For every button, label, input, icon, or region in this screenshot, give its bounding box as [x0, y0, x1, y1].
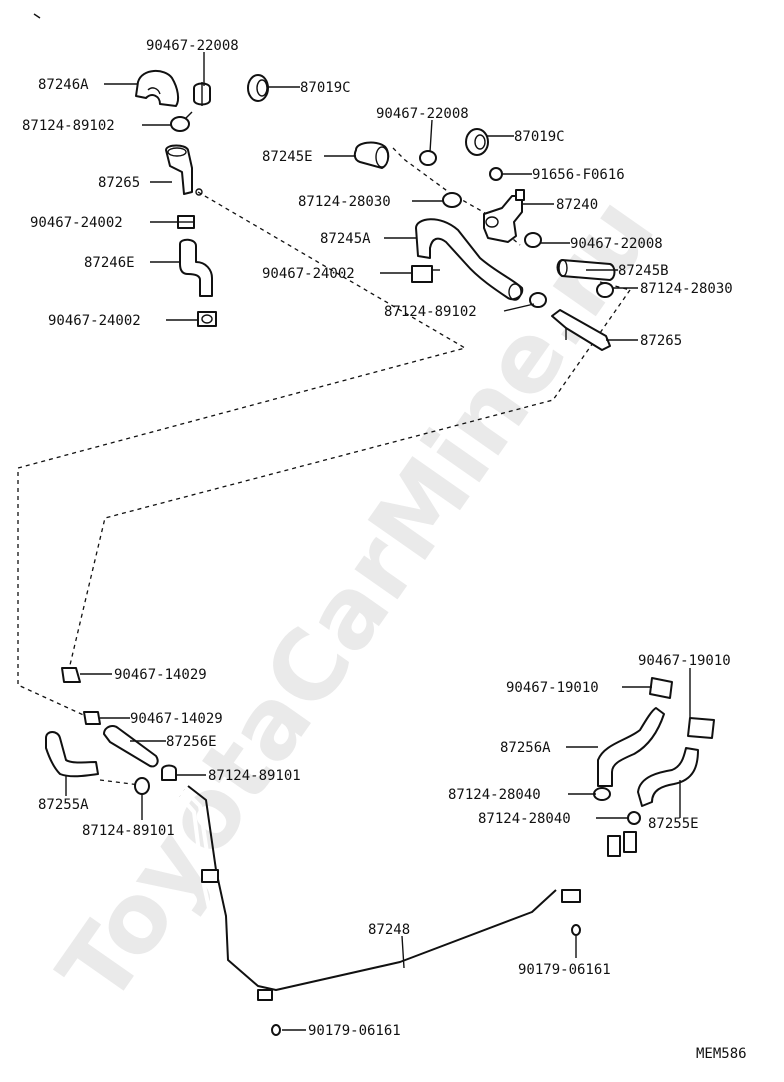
- callout-labels: 90467-22008 87246A 87019C 87124-89102 90…: [22, 38, 747, 1062]
- callout-label: 87248: [368, 922, 410, 938]
- callout-label: 87265: [640, 333, 682, 349]
- clamp-90467-24002-b: [197, 311, 217, 327]
- clamp-90467-19010-a: [649, 677, 673, 699]
- callout-label: 90467-14029: [114, 667, 207, 683]
- callout-label: 87124-89101: [208, 768, 301, 784]
- hose-87245a: [415, 218, 524, 301]
- callout-label: 90467-22008: [376, 106, 469, 122]
- callout-label: 87124-89101: [82, 823, 175, 839]
- pipe-87265-b: [551, 309, 611, 351]
- clamp-90467-19010-b: [687, 717, 715, 739]
- callout-label: 90467-24002: [30, 215, 123, 231]
- callout-label: 87240: [556, 197, 598, 213]
- callout-label: 91656-F0616: [532, 167, 625, 183]
- callout-label: 87245B: [618, 263, 669, 279]
- callout-label: 87246E: [84, 255, 135, 271]
- hose-87255e: [637, 747, 699, 807]
- callout-label: 90467-24002: [48, 313, 141, 329]
- hose-87255a: [45, 731, 99, 778]
- callout-label: 87255E: [648, 816, 699, 832]
- callout-label: 90467-14029: [130, 711, 223, 727]
- callout-label: 90179-06161: [308, 1023, 401, 1039]
- hose-87246a: [135, 70, 180, 107]
- hose-87256a: [597, 707, 665, 787]
- callout-label: 87124-89102: [384, 304, 477, 320]
- callout-label: 87124-28030: [298, 194, 391, 210]
- valve-87240: [483, 189, 525, 243]
- clamp-87124-89101-a: [161, 764, 177, 781]
- hose-87246e: [179, 238, 213, 297]
- clamp-87124-28030-a: [442, 192, 462, 208]
- callout-label: 87124-28030: [640, 281, 733, 297]
- clip-90179-06161-b: [271, 1024, 281, 1036]
- callout-label: 90467-19010: [506, 680, 599, 696]
- pipe-87265-a: [165, 144, 203, 196]
- hose-87256e: [103, 725, 159, 768]
- clamp-87124-89101-b: [134, 777, 150, 795]
- callout-label: 87019C: [300, 80, 351, 96]
- corner-mark: [33, 13, 41, 19]
- clamp-87124-89102-b: [529, 292, 547, 308]
- clamp-87124-28040-b: [627, 811, 641, 825]
- clamp-87124-28040-a: [593, 787, 611, 801]
- diagram-code: MEM586: [696, 1046, 747, 1062]
- callout-label: 90467-24002: [262, 266, 355, 282]
- clamp-90467-24002-c: [411, 265, 440, 283]
- callout-label: 90179-06161: [518, 962, 611, 978]
- callout-label: 87256A: [500, 740, 551, 756]
- clamp-90467-22008-a: [193, 82, 211, 106]
- grommet-87019c-b: [465, 128, 489, 156]
- callout-label: 87245A: [320, 231, 371, 247]
- bolt-91656-f0616: [489, 167, 503, 181]
- clamp-90467-22008-b: [419, 150, 437, 166]
- clip-90179-06161-a: [571, 924, 581, 936]
- callout-label: 90467-22008: [146, 38, 239, 54]
- hose-87245e: [353, 141, 390, 169]
- callout-label: 87255A: [38, 797, 89, 813]
- callout-label: 87245E: [262, 149, 313, 165]
- callout-label: 87256E: [166, 734, 217, 750]
- clamp-90467-14029-b: [83, 711, 101, 725]
- callout-label: 90467-22008: [570, 236, 663, 252]
- callout-label: 87019C: [514, 129, 565, 145]
- callout-label: 87246A: [38, 77, 89, 93]
- callout-label: 87124-89102: [22, 118, 115, 134]
- pipe-assembly-87248: [178, 785, 637, 1008]
- callout-label: 87124-28040: [478, 811, 571, 827]
- clamp-87124-28030-b: [596, 282, 614, 298]
- callout-label: 90467-19010: [638, 653, 731, 669]
- callout-label: 87265: [98, 175, 140, 191]
- leader-lines: [65, 52, 691, 1031]
- callout-label: 87124-28040: [448, 787, 541, 803]
- clamp-90467-22008-c: [524, 232, 542, 248]
- grommet-87019c-a: [247, 74, 269, 102]
- clamp-90467-24002-a: [177, 215, 195, 229]
- clamp-90467-14029-a: [61, 667, 81, 683]
- clamp-87124-89102-a: [170, 111, 193, 132]
